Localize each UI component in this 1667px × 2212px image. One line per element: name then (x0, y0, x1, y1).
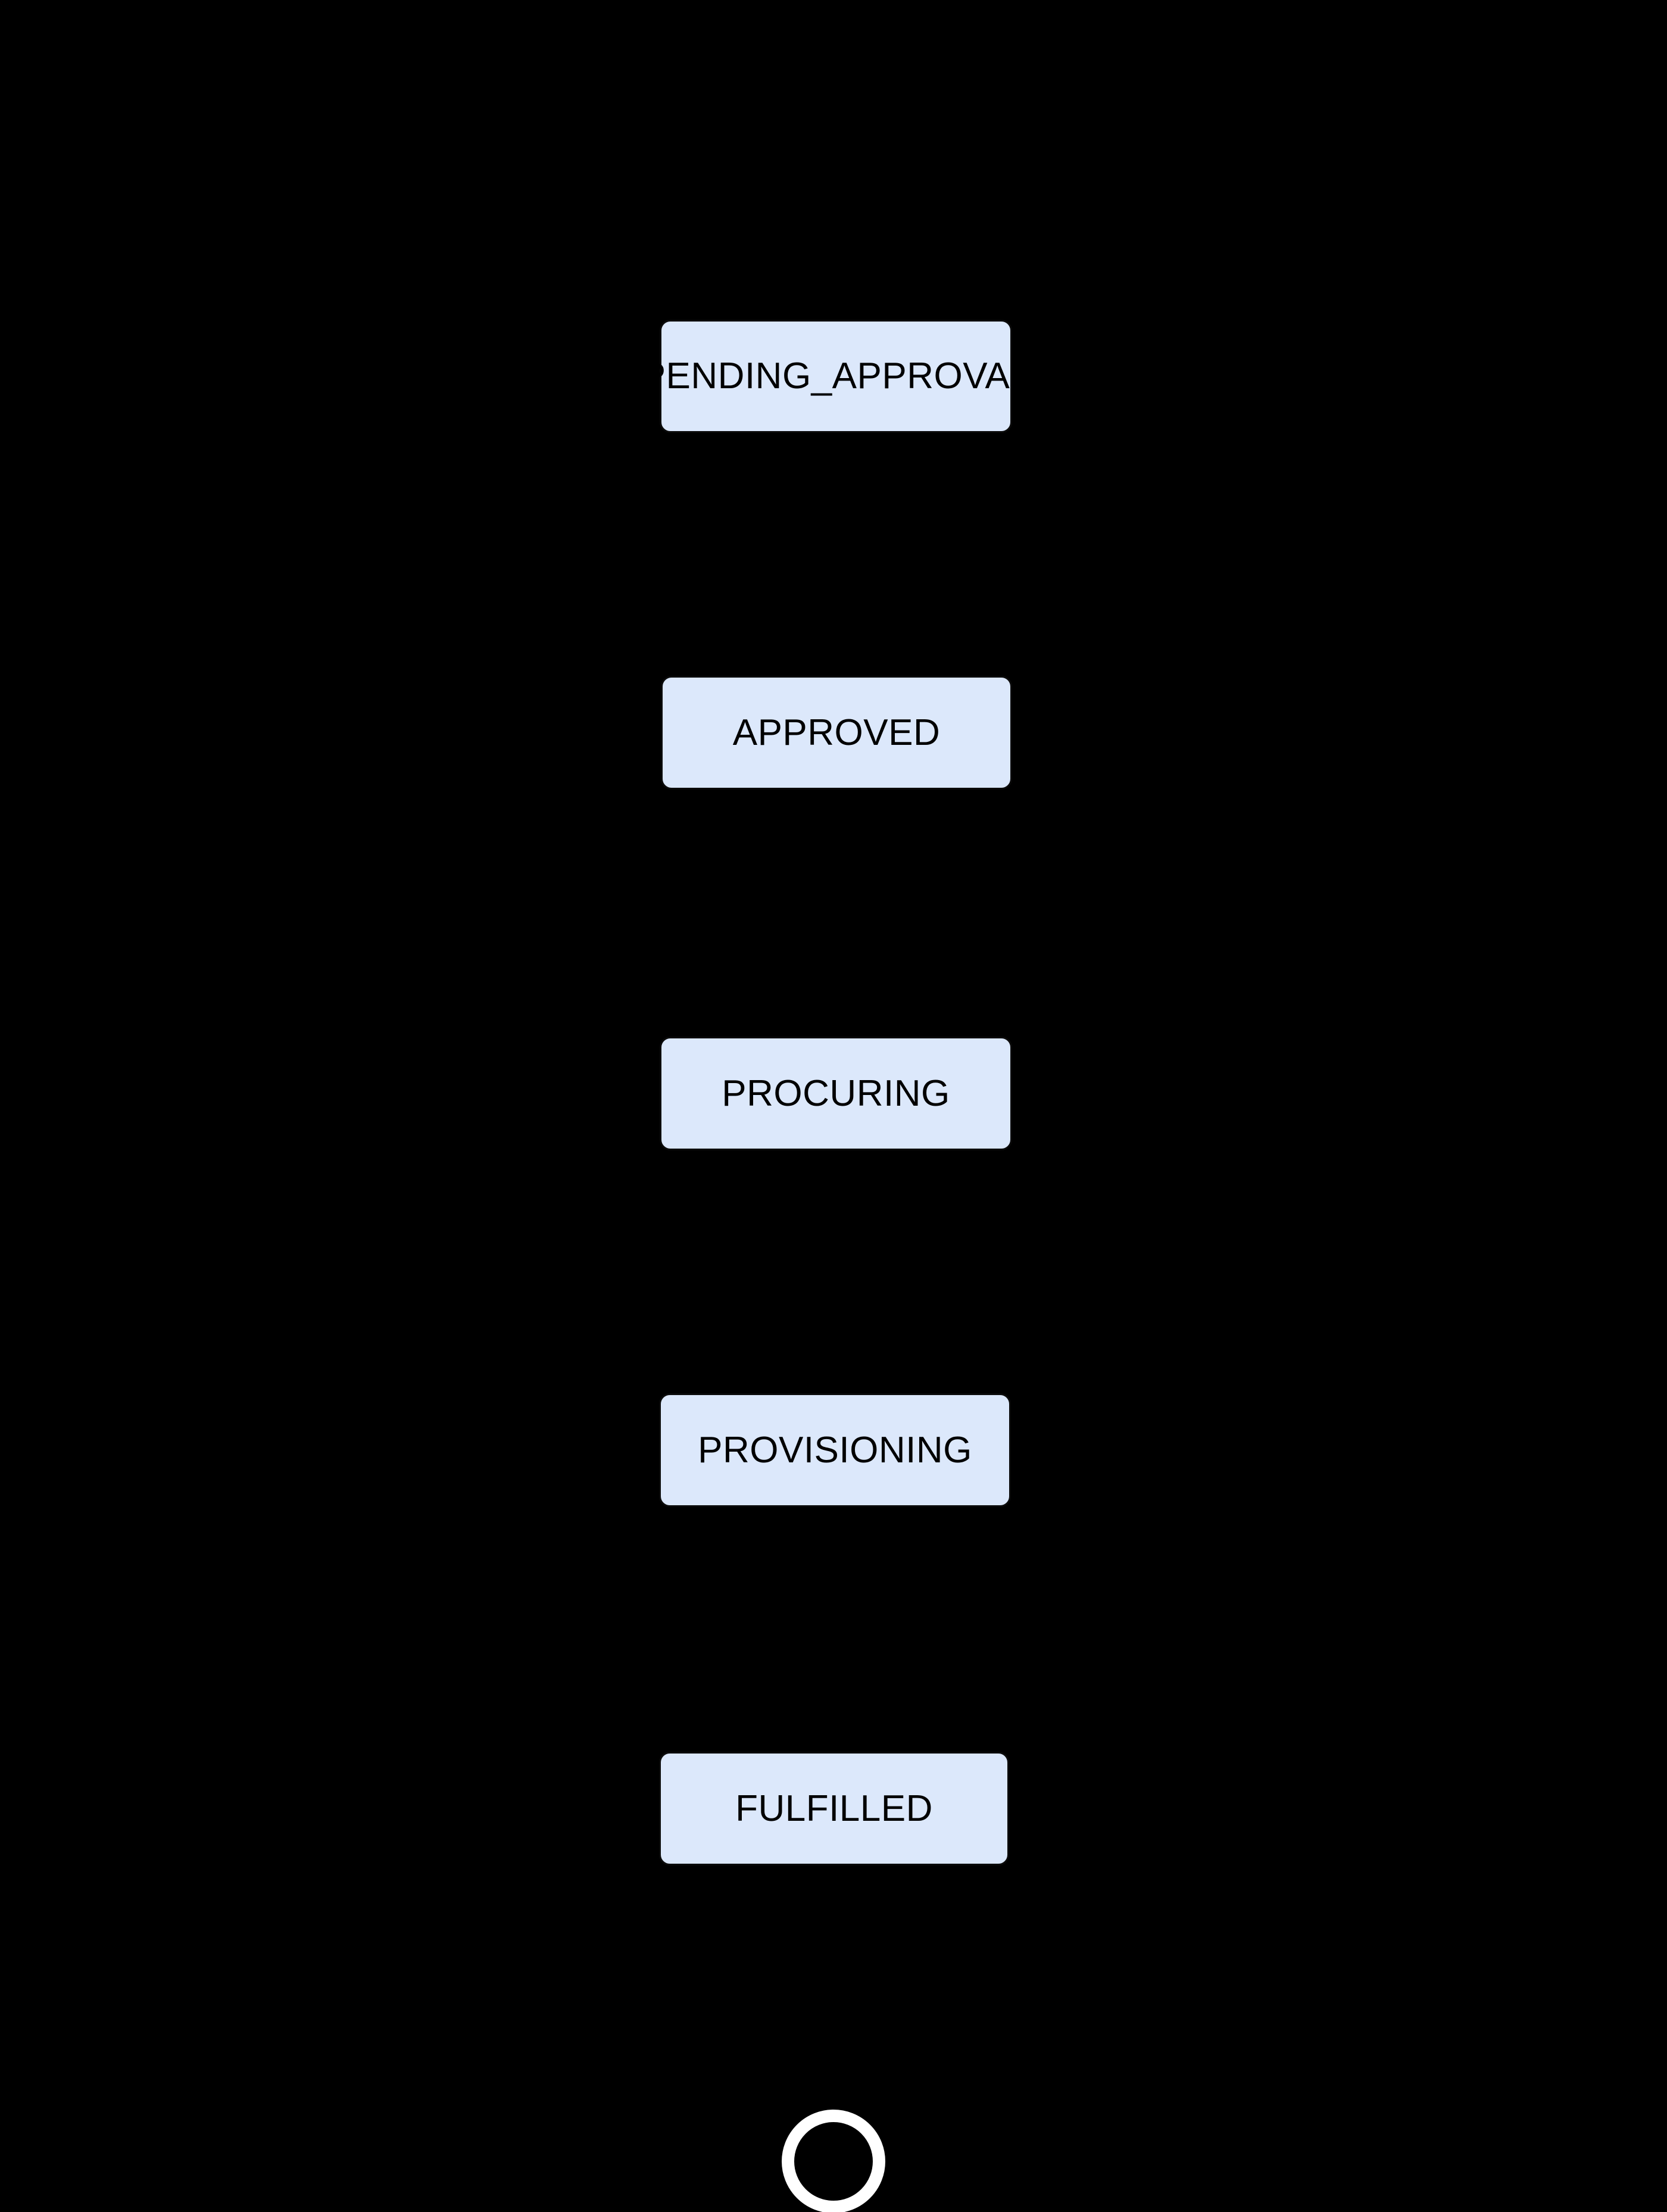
state-node-approved[interactable]: APPROVED (661, 676, 1012, 790)
state-node-fulfilled[interactable]: FULFILLED (659, 1752, 1009, 1865)
state-node-procuring[interactable]: PROCURING (660, 1037, 1012, 1150)
state-label: PROVISIONING (698, 1429, 972, 1471)
state-label: FULFILLED (735, 1787, 933, 1829)
end-state-circle-icon (782, 2110, 885, 2212)
state-label: PENDING_APPROVAL (641, 355, 1031, 397)
state-label: APPROVED (732, 712, 941, 753)
state-label: PROCURING (722, 1072, 950, 1114)
state-node-provisioning[interactable]: PROVISIONING (659, 1393, 1011, 1507)
state-node-pending-approval[interactable]: PENDING_APPROVAL (641, 320, 1031, 433)
